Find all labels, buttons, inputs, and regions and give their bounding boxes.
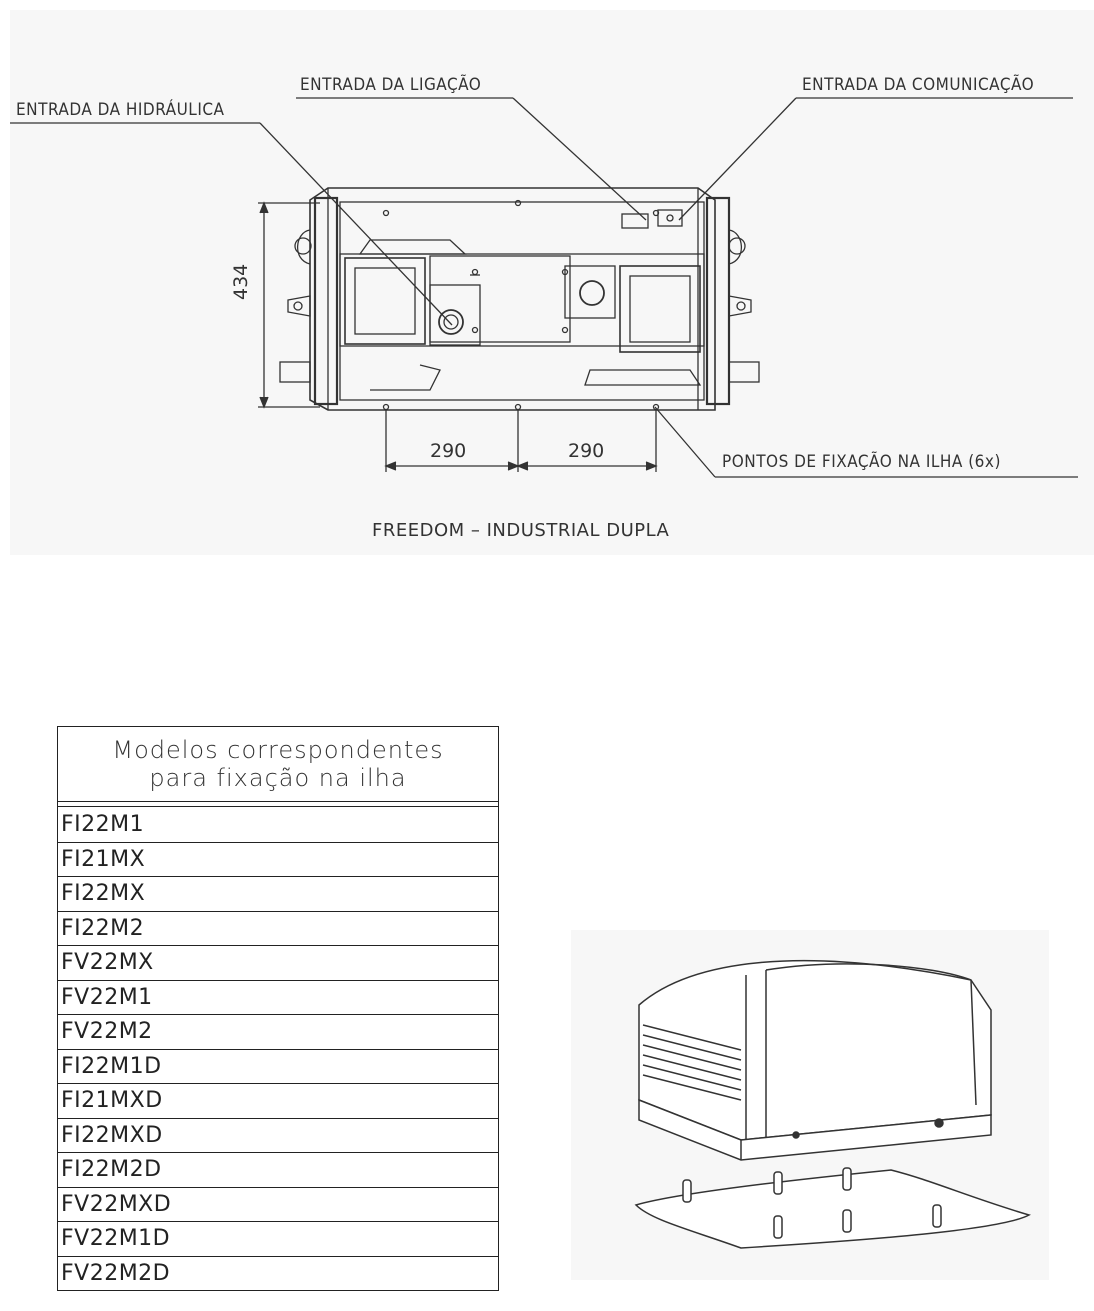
connection-entry	[621, 213, 649, 229]
model-row: FV22MXD	[58, 1186, 498, 1222]
models-table-header: Modelos correspondentes para fixação na …	[58, 727, 498, 807]
model-row: FV22M2	[58, 1014, 498, 1049]
unit-and-base-drawing	[634, 959, 1031, 1249]
fixing-point	[652, 209, 660, 217]
models-header-line1: Modelos correspondentes	[112, 736, 444, 764]
left-motor	[344, 257, 426, 345]
technical-drawing: ENTRADA DA HIDRÁULICA ENTRADA DA LIGAÇÃO…	[10, 10, 1094, 555]
top-view-drawing	[10, 97, 1078, 478]
central-frame	[339, 253, 705, 347]
fixing-point	[382, 403, 390, 411]
base-plate	[634, 1169, 1031, 1249]
communication-entry	[657, 209, 683, 227]
hydraulic-port	[438, 309, 464, 335]
models-header-line2: para fixação na ilha	[149, 764, 407, 792]
hydraulic-leader-line	[259, 122, 453, 326]
model-row: FV22M1	[58, 979, 498, 1015]
connection-callout: ENTRADA DA LIGAÇÃO	[300, 75, 482, 95]
communication-callout: ENTRADA DA COMUNICAÇÃO	[802, 75, 1035, 95]
model-row: FI22M2	[58, 910, 498, 946]
model-row: FI21MXD	[58, 1083, 498, 1118]
mounting-studs	[682, 1167, 942, 1239]
hydraulic-callout: ENTRADA DA HIDRÁULICA	[16, 100, 225, 120]
fixing-point	[514, 403, 522, 411]
model-row: FI21MX	[58, 841, 498, 877]
right-pump	[564, 265, 616, 319]
height-dimension-label: 434	[230, 263, 252, 300]
model-row: FV22MX	[58, 945, 498, 980]
left-spacing-label: 290	[430, 440, 467, 462]
right-motor	[619, 265, 701, 353]
left-flange	[313, 196, 339, 406]
isometric-illustration	[571, 930, 1049, 1280]
drawing-title: FREEDOM – INDUSTRIAL DUPLA	[372, 520, 670, 541]
model-row: FI22M1D	[58, 1048, 498, 1084]
fixing-point	[382, 209, 390, 217]
model-row: FV22M2D	[58, 1255, 498, 1291]
fixing-points-leader-line	[654, 406, 716, 478]
model-row: FV22M1D	[58, 1221, 498, 1256]
model-row: FI22M2D	[58, 1152, 498, 1187]
models-table: Modelos correspondentes para fixação na …	[57, 726, 499, 1291]
model-row: FI22MXD	[58, 1117, 498, 1153]
model-row: FI22M1	[61, 812, 145, 838]
connection-leader-line	[512, 97, 647, 221]
left-pump	[429, 284, 481, 346]
right-spacing-label: 290	[568, 440, 605, 462]
fixing-point	[652, 403, 660, 411]
fixing-point	[514, 199, 522, 207]
right-flange	[705, 196, 731, 406]
model-row: FI22MX	[58, 876, 498, 911]
housing-outline	[309, 187, 716, 411]
fixing-points-callout: PONTOS DE FIXAÇÃO NA ILHA (6x)	[722, 452, 1001, 472]
